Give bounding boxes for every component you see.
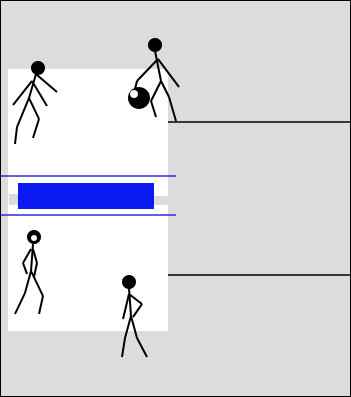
net: [18, 183, 154, 209]
net-post-right: [154, 196, 168, 205]
player-1[interactable]: [13, 61, 57, 144]
net-post-left: [9, 194, 18, 205]
player-4[interactable]: [122, 275, 147, 357]
ball[interactable]: [128, 87, 150, 109]
player-3[interactable]: [15, 230, 43, 314]
